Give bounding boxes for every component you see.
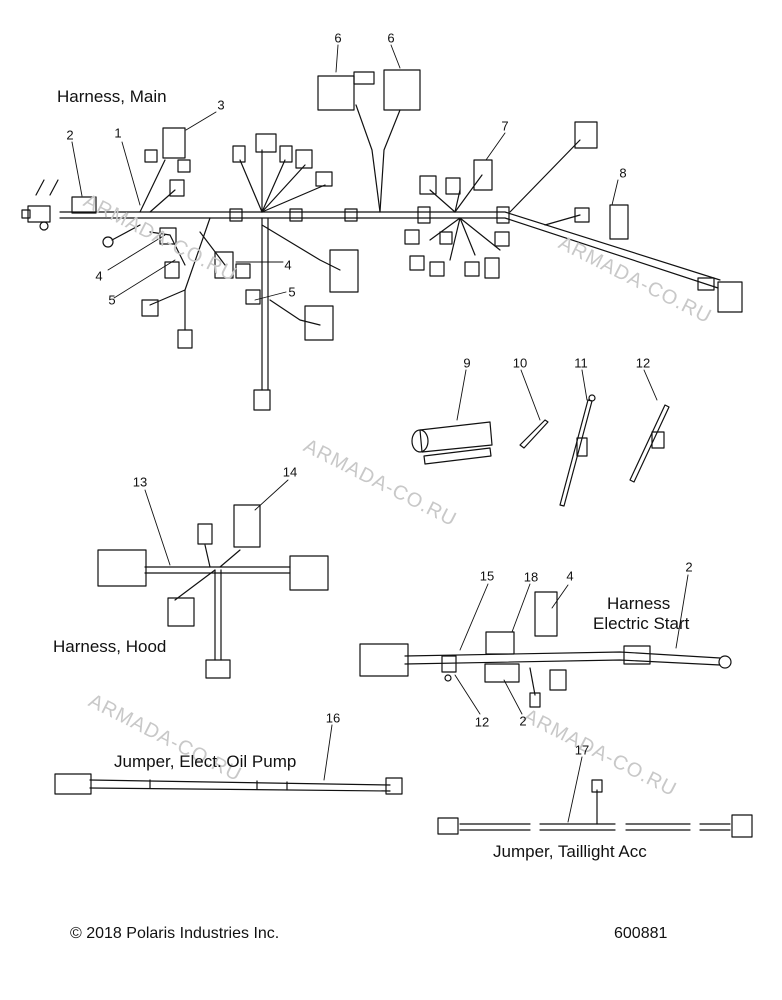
copyright-notice: © 2018 Polaris Industries Inc. <box>70 925 280 942</box>
callout-number: 13 <box>132 474 148 490</box>
hood-harness <box>97 504 329 679</box>
title-jumper-taillight: Jumper, Taillight Acc <box>493 842 647 861</box>
title-harness-hood: Harness, Hood <box>53 637 167 656</box>
callout-number: 3 <box>217 97 225 113</box>
callout-number: 10 <box>512 355 528 371</box>
callout-number: 4 <box>566 568 574 584</box>
title-jumper-oil-pump: Jumper, Elect. Oil Pump <box>114 752 297 771</box>
callout-number: 17 <box>574 742 590 758</box>
main-harness <box>21 69 743 411</box>
title-harness-main: Harness, Main <box>57 87 167 106</box>
callout-number: 1 <box>114 125 122 141</box>
taillight-jumper <box>437 779 753 838</box>
callout-number: 4 <box>95 268 103 284</box>
callout-number: 4 <box>284 257 292 273</box>
electric-start-harness <box>359 591 732 708</box>
callout-number: 16 <box>325 710 341 726</box>
callout-number: 9 <box>463 355 471 371</box>
callout-number: 12 <box>635 355 651 371</box>
callout-number: 15 <box>479 568 495 584</box>
callout-number: 12 <box>474 714 490 730</box>
oil-pump-jumper <box>54 773 403 795</box>
callout-number: 7 <box>501 118 509 134</box>
callout-number: 2 <box>685 559 693 575</box>
callout-number: 11 <box>574 355 588 371</box>
callout-number: 2 <box>519 713 527 729</box>
callout-number: 6 <box>334 30 342 46</box>
title-harness-electric-start-line2: Electric Start <box>593 614 690 633</box>
callout-number: 5 <box>108 292 116 308</box>
callout-number: 5 <box>288 284 296 300</box>
callout-number: 14 <box>282 464 298 480</box>
part-number: 600881 <box>614 925 668 942</box>
small-parts <box>411 394 670 507</box>
callout-number: 18 <box>523 569 539 585</box>
leader-lines <box>71 44 689 823</box>
callout-number: 2 <box>66 127 74 143</box>
title-harness-electric-start-line1: Harness <box>607 594 671 613</box>
callout-number: 8 <box>619 165 627 181</box>
callout-number: 6 <box>387 30 395 46</box>
